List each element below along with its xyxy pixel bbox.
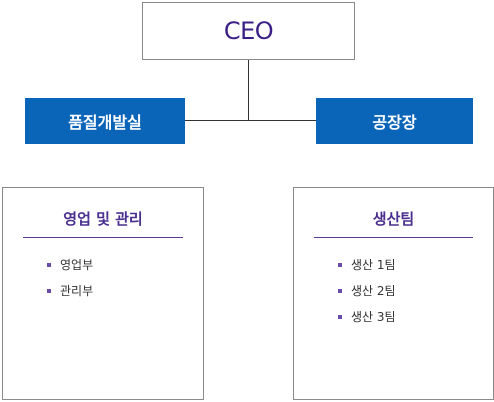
square-bullet-icon	[47, 289, 51, 293]
list-item-label: 생산 3팀	[351, 310, 396, 324]
connector-ceo-vertical	[248, 60, 249, 121]
list-item-label: 영업부	[60, 258, 94, 272]
department-plant-manager: 공장장	[316, 98, 473, 144]
list-item-label: 관리부	[60, 284, 94, 298]
square-bullet-icon	[338, 315, 342, 319]
panel-title: 영업 및 관리	[63, 210, 143, 228]
square-bullet-icon	[338, 289, 342, 293]
panel-divider	[23, 237, 183, 238]
panel-title: 생산팀	[372, 210, 415, 228]
panel-list: 생산 1팀 생산 2팀 생산 3팀	[338, 252, 396, 330]
connector-horizontal	[185, 120, 316, 121]
department-quality-dev: 품질개발실	[25, 98, 185, 144]
list-item: 생산 2팀	[338, 278, 396, 304]
list-item: 영업부	[47, 252, 93, 278]
list-item-label: 생산 1팀	[351, 258, 396, 272]
list-item-label: 생산 2팀	[351, 284, 396, 298]
list-item: 관리부	[47, 278, 93, 304]
panel-divider	[314, 237, 473, 238]
square-bullet-icon	[47, 263, 51, 267]
panel-production: 생산팀 생산 1팀 생산 2팀 생산 3팀	[293, 187, 494, 400]
square-bullet-icon	[338, 263, 342, 267]
ceo-label: CEO	[223, 17, 274, 45]
list-item: 생산 1팀	[338, 252, 396, 278]
ceo-box: CEO	[142, 2, 355, 60]
department-label: 공장장	[372, 113, 417, 132]
department-label: 품질개발실	[68, 113, 142, 132]
panel-list: 영업부 관리부	[47, 252, 93, 304]
panel-sales-admin: 영업 및 관리 영업부 관리부	[2, 187, 204, 400]
list-item: 생산 3팀	[338, 304, 396, 330]
